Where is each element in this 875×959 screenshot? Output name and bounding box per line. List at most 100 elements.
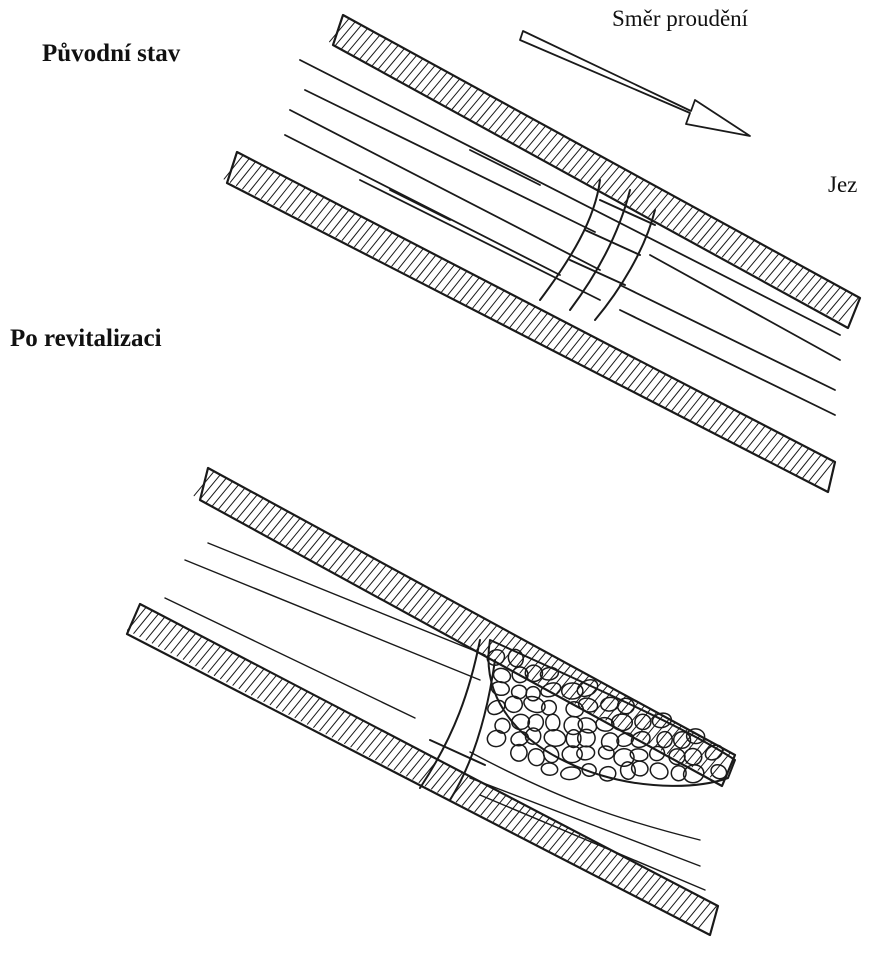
bank-hatching	[128, 607, 718, 928]
hatch-stroke	[784, 267, 804, 290]
hatch-stroke	[428, 72, 448, 96]
hatch-stroke	[409, 62, 429, 85]
hatch-stroke	[140, 614, 159, 637]
hatch-stroke	[262, 508, 282, 532]
hatch-stroke	[458, 89, 478, 113]
hatch-stroke	[765, 436, 784, 460]
hatch-stroke	[422, 69, 442, 92]
hatch-stroke	[379, 236, 398, 260]
hatch-stroke	[684, 394, 703, 418]
hatch-stroke	[704, 223, 724, 246]
hatch-stroke	[587, 847, 606, 870]
hatch-stroke	[332, 714, 351, 737]
upper-bank-revitalized	[200, 468, 735, 786]
hatch-stroke	[270, 682, 289, 705]
hatch-stroke	[516, 307, 535, 331]
hatch-stroke	[489, 106, 509, 129]
hatch-stroke	[292, 191, 311, 215]
hatch-stroke	[435, 265, 454, 289]
hatch-stroke	[400, 750, 419, 773]
hatch-stroke	[379, 572, 399, 596]
hatch-stroke	[778, 264, 798, 288]
stone	[630, 760, 649, 777]
hatch-stroke	[827, 291, 847, 314]
hatch-stroke	[630, 870, 649, 893]
hatch-stroke	[379, 45, 399, 68]
hatch-stroke	[289, 692, 308, 715]
hatch-stroke	[206, 478, 226, 502]
hatch-stroke	[348, 220, 367, 244]
hatch-stroke	[233, 662, 252, 685]
hatch-stroke	[428, 599, 448, 623]
label-original-state: Původní stav	[42, 40, 180, 68]
hatch-stroke	[403, 585, 423, 609]
hatch-stroke	[495, 109, 515, 132]
hatch-stroke	[569, 149, 589, 173]
hatch-stroke	[698, 220, 718, 244]
hatch-stroke	[243, 165, 262, 189]
hatch-stroke	[535, 316, 554, 340]
hatch-stroke	[796, 274, 816, 297]
hatch-stroke	[734, 419, 753, 443]
hatch-stroke	[385, 575, 405, 599]
hatch-stroke	[407, 753, 426, 776]
hatch-stroke	[330, 18, 350, 41]
hatch-stroke	[526, 126, 546, 149]
hatch-stroke	[672, 387, 691, 411]
hatch-stroke	[600, 692, 620, 716]
hatch-stroke	[367, 229, 386, 253]
label-flow-direction: Směr proudění	[612, 6, 748, 32]
hatch-stroke	[554, 326, 573, 350]
stone	[545, 714, 560, 731]
hatch-stroke	[385, 49, 405, 72]
stone	[577, 729, 596, 748]
hatch-stroke	[363, 730, 382, 753]
hatch-stroke	[673, 893, 692, 916]
hatch-stroke	[537, 821, 556, 844]
hatch-stroke	[759, 254, 779, 278]
stone	[541, 762, 559, 776]
hatch-stroke	[299, 194, 318, 218]
bank-hatching	[194, 471, 730, 777]
hatch-stroke	[665, 384, 684, 408]
hatch-stroke	[692, 217, 712, 240]
hatch-stroke	[292, 525, 312, 549]
hatch-stroke	[280, 184, 299, 208]
hatch-stroke	[422, 595, 442, 619]
hatch-stroke	[574, 841, 593, 864]
hatch-stroke	[329, 545, 349, 569]
hatch-stroke	[231, 491, 251, 515]
hatch-stroke	[434, 602, 454, 626]
hatch-stroke	[653, 378, 672, 402]
hatch-stroke	[735, 240, 755, 263]
hatch-stroke	[249, 168, 268, 192]
hatch-stroke	[324, 207, 343, 231]
hatch-stroke	[643, 190, 663, 213]
hatch-stroke	[686, 899, 705, 922]
hatch-stroke	[317, 204, 336, 228]
hatch-stroke	[772, 260, 792, 283]
hatch-stroke	[366, 39, 386, 63]
hatch-stroke	[563, 146, 583, 169]
hatch-stroke	[580, 844, 599, 867]
hatch-stroke	[255, 171, 274, 195]
hatch-stroke	[532, 129, 552, 152]
hatch-stroke	[624, 867, 643, 890]
hatch-stroke	[391, 52, 411, 75]
hatch-stroke	[667, 889, 686, 912]
hatch-stroke	[440, 79, 460, 102]
hatch-stroke	[239, 666, 258, 689]
hatch-stroke	[360, 35, 380, 58]
hatch-stroke	[429, 262, 448, 286]
hatch-stroke	[483, 102, 503, 125]
hatch-stroke	[541, 320, 560, 344]
flow-lines-revitalized	[165, 543, 705, 890]
hatch-stroke	[575, 153, 595, 176]
hatch-stroke	[373, 233, 392, 257]
hatch-stroke	[529, 313, 548, 337]
hatch-stroke	[258, 675, 277, 698]
hatch-stroke	[369, 734, 388, 757]
hatch-stroke	[360, 562, 380, 586]
hatch-stroke	[280, 518, 300, 542]
hatch-stroke	[391, 579, 411, 603]
